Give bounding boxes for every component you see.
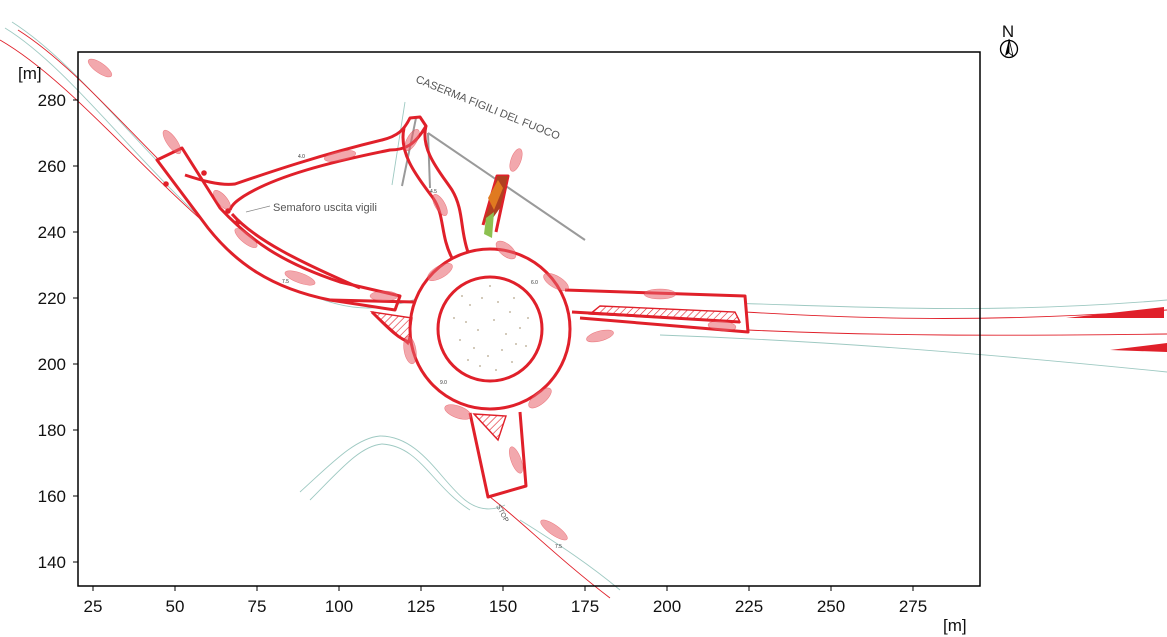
building-label: CASERMA FIGILI DEL FUOCO: [414, 74, 562, 143]
y-axis-unit: [m]: [18, 64, 42, 83]
marker-label: 6.0: [531, 280, 538, 286]
stop-road-mark: STOP: [494, 504, 509, 524]
x-tick-label: 175: [571, 597, 599, 616]
x-tick-label: 100: [325, 597, 353, 616]
x-tick-label: 200: [653, 597, 681, 616]
x-tick-label: 150: [489, 597, 517, 616]
north-label: N: [1002, 22, 1014, 41]
x-tick-label: 125: [407, 597, 435, 616]
y-tick-label: 240: [38, 223, 66, 242]
y-axis-ticks: [73, 99, 78, 563]
x-tick-label: 50: [166, 597, 185, 616]
dimension-markers: 4.0 4.5 6.0 9.0 7.5 7.5: [282, 154, 562, 550]
x-axis-labels: 25 50 75 100 125 150 175 200 225 250 275: [84, 597, 928, 616]
plot-frame: [77, 51, 981, 587]
y-tick-label: 280: [38, 91, 66, 110]
x-tick-label: 225: [735, 597, 763, 616]
north-arrow-icon: N: [999, 22, 1019, 59]
vehicle-swept-paths: [87, 58, 737, 541]
marker-label: 7.5: [282, 279, 289, 285]
emergency-lane-fill: [484, 176, 508, 238]
y-tick-label: 260: [38, 157, 66, 176]
marker-label: 7.5: [555, 544, 562, 550]
y-tick-label: 200: [38, 355, 66, 374]
x-tick-label: 250: [817, 597, 845, 616]
semaphore-dots: [163, 170, 241, 225]
x-axis-ticks: [92, 586, 914, 591]
marker-label: 4.0: [298, 154, 305, 160]
semaphore-leader: [245, 205, 271, 213]
x-axis-unit: [m]: [943, 616, 967, 635]
y-tick-label: 140: [38, 553, 66, 572]
marker-label: 4.5: [430, 189, 437, 195]
y-tick-label: 220: [38, 289, 66, 308]
marker-label: 9.0: [440, 380, 447, 386]
central-island-texture: [453, 285, 529, 371]
y-tick-label: 160: [38, 487, 66, 506]
y-axis-labels: 280 260 240 220 200 180 160 140: [38, 91, 66, 572]
road-outlines: [155, 115, 750, 499]
x-tick-label: 275: [899, 597, 927, 616]
y-tick-label: 180: [38, 421, 66, 440]
direction-arrows-east: [1066, 307, 1167, 352]
semaphore-label: Semaforo uscita vigili: [273, 202, 377, 214]
x-tick-label: 25: [84, 597, 103, 616]
x-tick-label: 75: [248, 597, 267, 616]
hatched-islands: [369, 305, 742, 442]
